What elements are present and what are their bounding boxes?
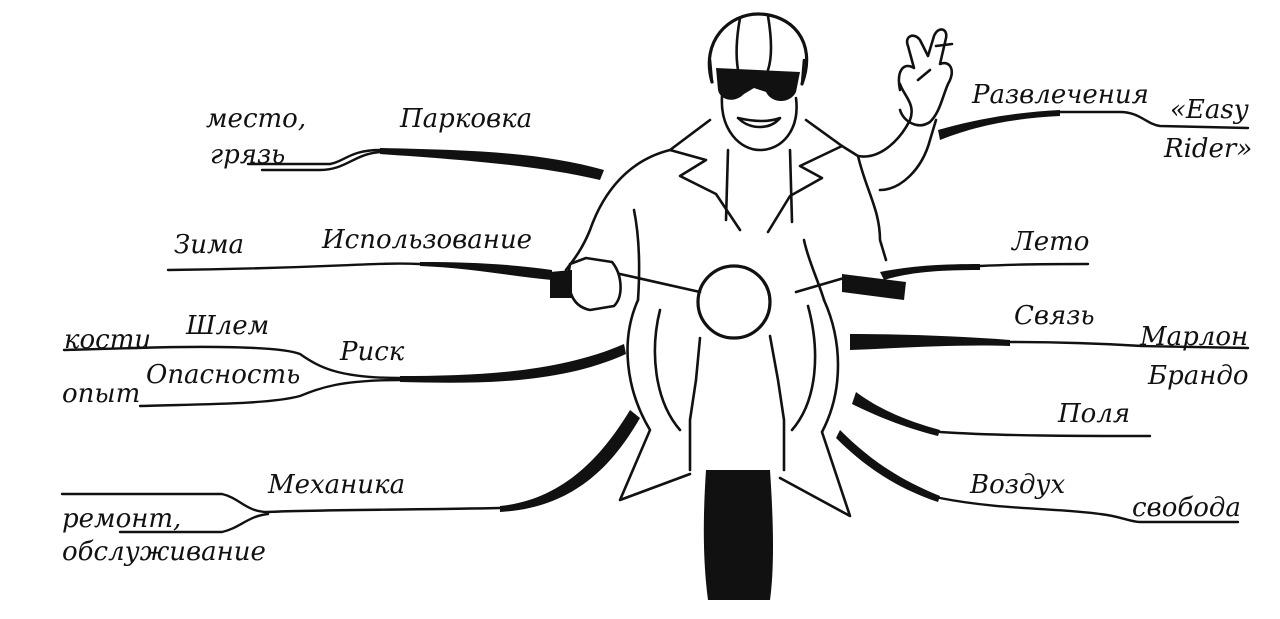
branch-svyaz: [850, 334, 1250, 350]
right-grip: [842, 274, 906, 300]
fork: [688, 334, 786, 472]
label-opasnost: Опасность: [146, 360, 300, 390]
shirt: [724, 148, 794, 224]
raised-arm: [856, 82, 938, 192]
waving-hand-icon: [897, 28, 954, 127]
fairing: [653, 304, 817, 432]
label-svyaz: Связь: [1014, 301, 1095, 331]
label-leto: Лето: [1010, 227, 1089, 257]
legs: [618, 298, 852, 518]
label-parkovka: Парковка: [399, 104, 532, 134]
jacket: [564, 144, 888, 302]
label-svoboda: свобода: [1132, 493, 1241, 523]
label-rider: Rider»: [1163, 134, 1252, 164]
collar: [668, 118, 844, 234]
goggles-icon: [716, 68, 800, 101]
label-zima: Зима: [174, 230, 244, 260]
label-obsluzhivanie: обслуживание: [62, 537, 266, 567]
label-easy: «Easy: [1170, 95, 1249, 125]
headlight-icon: [696, 264, 772, 340]
motorcyclist-waving-icon: [550, 12, 954, 600]
label-mesto: место,: [206, 104, 306, 134]
label-ispolzovanie: Использование: [321, 225, 532, 255]
label-mehanika: Механика: [267, 470, 405, 500]
branch-leto: [880, 262, 1090, 280]
label-opyt: опыт: [62, 379, 140, 409]
label-vozduh: Воздух: [969, 470, 1066, 500]
branch-polya: [852, 392, 1152, 438]
branch-parkovka: [246, 148, 604, 180]
label-polya: Поля: [1057, 399, 1130, 429]
helmet-icon: [707, 12, 809, 86]
label-shlem: Шлем: [185, 311, 269, 341]
left-grip: [550, 270, 572, 298]
face: [720, 94, 798, 152]
label-remont: ремонт,: [62, 504, 181, 534]
branch-risk: [62, 344, 626, 408]
label-razvlecheniya: Развлечения: [971, 80, 1149, 110]
smile: [736, 116, 782, 129]
handlebar: [618, 272, 846, 294]
branch-mehanika: [60, 410, 640, 534]
label-kosti: кости: [64, 325, 151, 355]
label-brando: Брандо: [1147, 361, 1249, 391]
branch-ispolzovanie: [166, 262, 552, 280]
branch-razvlecheniya: [938, 110, 1250, 140]
left-hand: [567, 256, 622, 312]
branch-vozduh: [836, 430, 1240, 524]
front-wheel-icon: [703, 470, 773, 600]
label-gryaz: грязь: [210, 140, 285, 170]
label-marlon: Марлон: [1139, 322, 1248, 352]
label-risk: Риск: [339, 337, 405, 367]
